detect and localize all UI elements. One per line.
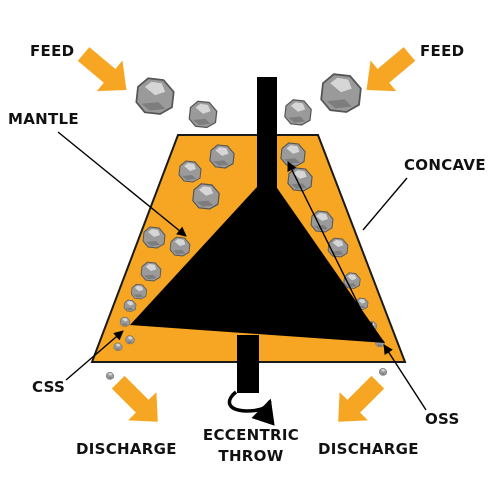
- discharge-arrow-left: [111, 375, 158, 422]
- discharge-left-label: DISCHARGE: [76, 440, 177, 458]
- concave-label: CONCAVE: [404, 156, 486, 174]
- mantle-label: MANTLE: [8, 110, 79, 128]
- css-label: CSS: [32, 378, 66, 396]
- css-leader: [65, 330, 124, 381]
- discharge-arrow-right: [338, 375, 385, 422]
- eccentric-label-line2: THROW: [218, 447, 284, 465]
- oss-dimension: [287, 161, 373, 333]
- oss-label: OSS: [425, 410, 460, 428]
- mantle-leader: [57, 131, 187, 237]
- eccentric-throw-label: ECCENTRIC THROW: [192, 426, 310, 465]
- eccentric-label-line1: ECCENTRIC: [202, 426, 300, 444]
- feed-right-label: FEED: [420, 42, 465, 60]
- eccentric-throw-arrow: [227, 390, 275, 426]
- feed-arrow-right: [366, 47, 416, 92]
- oss-leader: [383, 344, 427, 411]
- feed-arrow-left: [77, 47, 127, 92]
- leader-lines: [57, 131, 427, 411]
- discharge-right-label: DISCHARGE: [318, 440, 419, 458]
- concave-leader: [362, 177, 408, 231]
- feed-left-label: FEED: [30, 42, 75, 60]
- feed-rocks: [135, 73, 362, 129]
